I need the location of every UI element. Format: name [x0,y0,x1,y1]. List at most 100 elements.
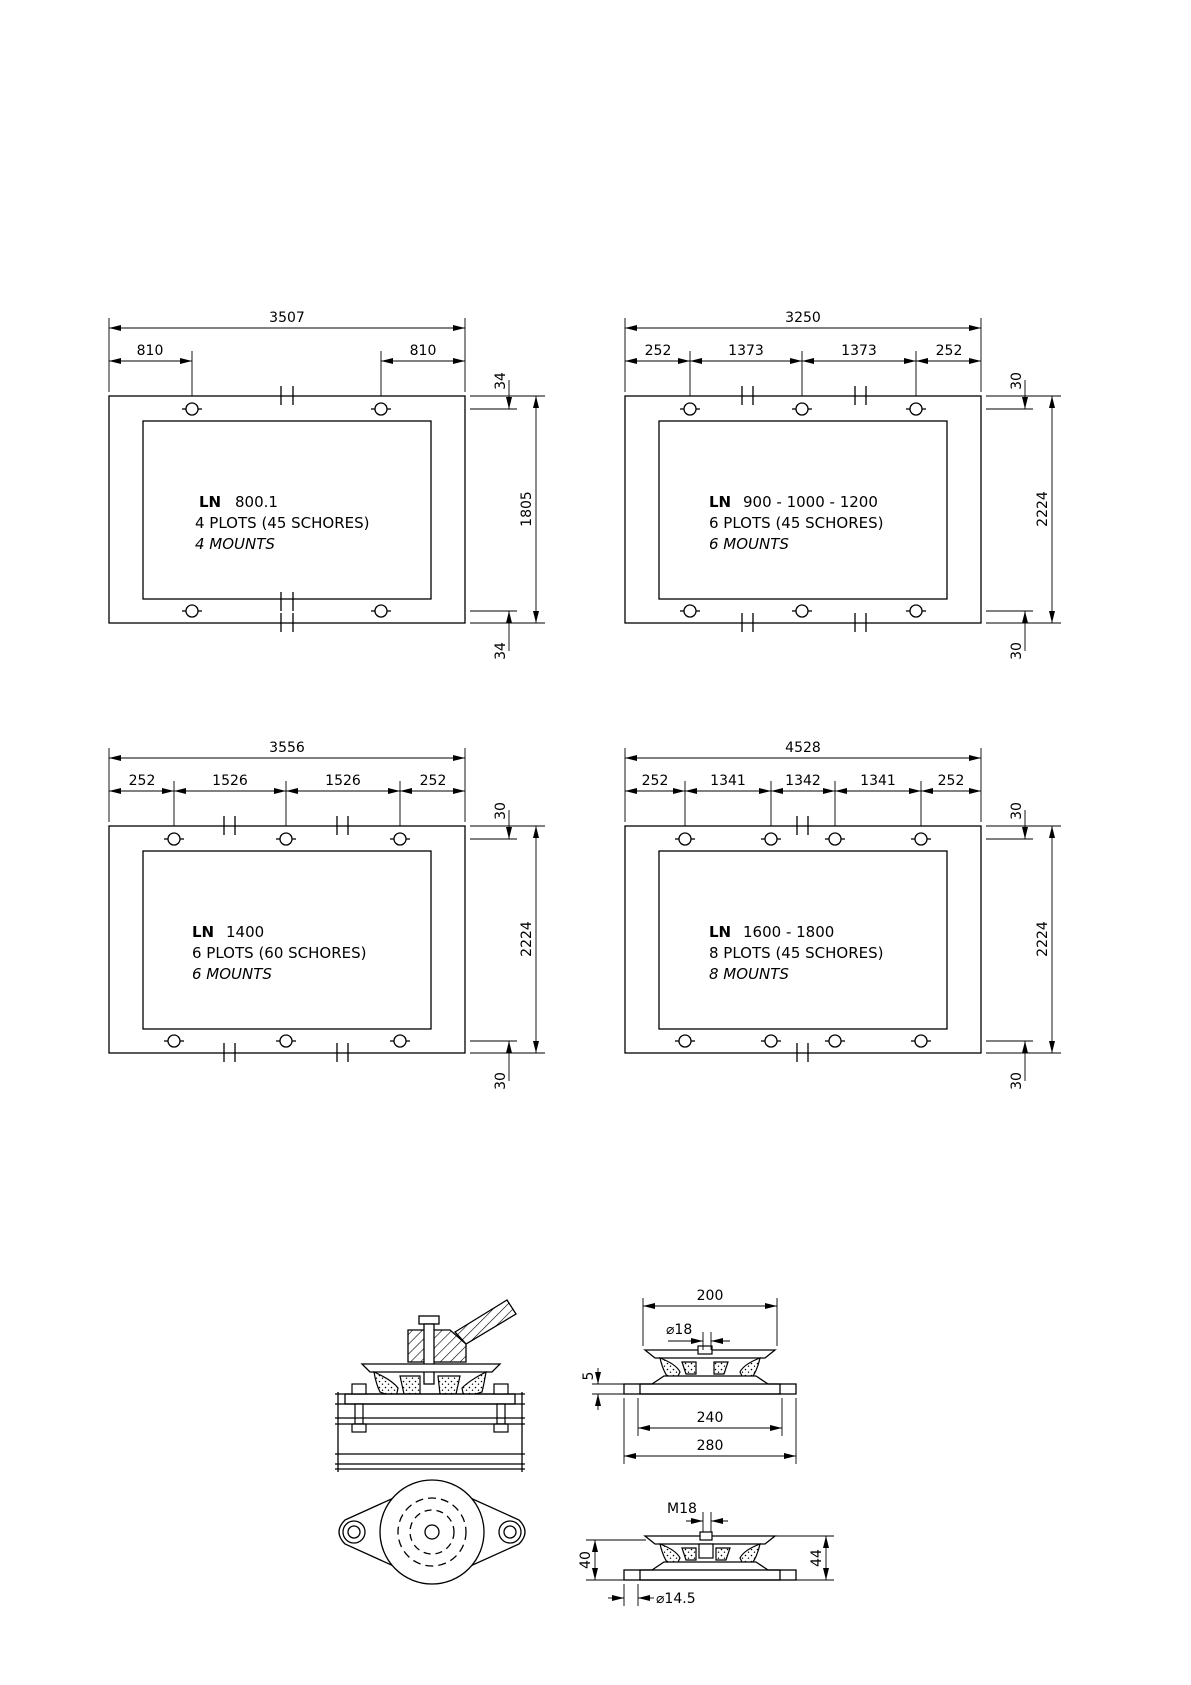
mount-symbol [182,604,202,618]
label-model: 800.1 [235,493,278,511]
mount-body-circle [379,1479,485,1585]
dim-total: 3556 [269,740,305,756]
mount-section-dimensioned: 200 ⌀18 5 240 280 [581,1288,797,1464]
mount-symbol [825,832,845,846]
dim-height: 2224 [1035,491,1051,527]
frame-inner [658,420,948,600]
dim-edge-bottom: 30 [1009,1072,1025,1090]
frame-outer [624,825,982,1054]
dim-segment: 252 [420,773,447,789]
dim-segment: 252 [645,343,672,359]
label-model: 1600 - 1800 [743,923,834,941]
label-mounts: 4 MOUNTS [195,535,275,553]
mount-symbol [906,604,926,618]
mount-symbol [276,832,296,846]
break-mark [223,816,349,1062]
hidden-ring-inner [409,1509,455,1555]
mount-symbol [761,832,781,846]
dim-segment: 1373 [841,343,877,359]
mount-symbol [825,1034,845,1048]
dim-height-total: 44 [809,1549,825,1567]
dim-height: 1805 [519,491,535,527]
mount-symbol [680,604,700,618]
bolt-hole-left [342,1520,366,1544]
dim-height: 2224 [519,921,535,957]
dim-edge-bottom: 34 [493,642,509,660]
label-plots: 8 PLOTS (45 SCHORES) [709,944,884,962]
dim-edge-top: 30 [1009,802,1025,820]
label-plots: 6 PLOTS (60 SCHORES) [192,944,367,962]
dim-segment: 1373 [728,343,764,359]
dim-segment: 252 [938,773,965,789]
dim-segment: 1342 [785,773,821,789]
mount-symbol [390,832,410,846]
mount-installed-section [335,1299,525,1472]
label-model: 900 - 1000 - 1200 [743,493,878,511]
mount-symbol [906,402,926,416]
mount-symbol [164,832,184,846]
bracket-block [407,1329,467,1363]
label-mounts: 8 MOUNTS [709,965,789,983]
center-hole [424,1524,440,1540]
frame-inner [142,850,432,1030]
mount-plan-view [338,1479,526,1585]
label-ln: LN [199,493,221,511]
plan-ln900: 3250 252 1373 1373 252 2224 30 30 LN 900… [624,310,1061,660]
dim-segment: 810 [137,343,164,359]
dim-hole-spacing: 240 [697,1410,724,1426]
label-model: 1400 [226,923,264,941]
break-gap [282,397,292,419]
hidden-ring-outer [397,1497,467,1567]
dim-total: 4528 [785,740,821,756]
mount-base-flange [639,1561,781,1581]
bolt-nut [418,1315,440,1325]
bracket-arm [453,1299,517,1345]
dim-hole-dia: ⌀18 [666,1322,692,1338]
dim-segment: 252 [936,343,963,359]
frame-outer [624,395,982,624]
dim-base-length: 280 [697,1438,724,1454]
label-ln: LN [709,923,731,941]
dim-height-free: 40 [578,1551,594,1569]
break-mark [741,386,867,632]
dim-total: 3507 [269,310,305,326]
dim-segment: 1526 [325,773,361,789]
dim-edge-top: 30 [1009,372,1025,390]
frame-outer [108,395,466,624]
label-plots: 6 PLOTS (45 SCHORES) [709,514,884,532]
dim-edge-top: 30 [493,802,509,820]
mount-symbol [761,1034,781,1048]
dim-segment: 1341 [710,773,746,789]
mount-symbol [182,402,202,416]
label-ln: LN [192,923,214,941]
dim-total: 3250 [785,310,821,326]
dim-plate-thickness: 5 [581,1372,597,1381]
break-mark [280,386,294,632]
break-gap [282,600,292,622]
mount-symbol [390,1034,410,1048]
mount-symbol [675,832,695,846]
dim-width-top: 200 [697,1288,724,1304]
mount-symbol [371,604,391,618]
mount-section-heights: M18 40 44 ⌀14.5 [578,1501,834,1607]
plan-ln800: 3507 810 810 1805 34 34 LN 800.1 4 PLOTS… [108,310,545,660]
plan-ln1600: 4528 252 1341 1342 1341 252 2224 30 30 L… [624,740,1061,1090]
bolt-hole-right [498,1520,522,1544]
mount-symbol [680,402,700,416]
mount-symbol [371,402,391,416]
frame-outer [108,825,466,1054]
dim-height: 2224 [1035,921,1051,957]
dim-bolt-hole: ⌀14.5 [656,1591,696,1607]
mount-symbol [164,1034,184,1048]
label-ln: LN [709,493,731,511]
plan-ln1400: 3556 252 1526 1526 252 2224 30 30 LN 140… [108,740,545,1090]
mount-symbol [675,1034,695,1048]
dim-segment: 252 [642,773,669,789]
mount-base-flange [639,1375,781,1395]
mount-symbol [276,1034,296,1048]
mount-symbol [792,604,812,618]
bolt-shank [423,1323,435,1385]
label-mounts: 6 MOUNTS [709,535,789,553]
mount-symbol [911,1034,931,1048]
